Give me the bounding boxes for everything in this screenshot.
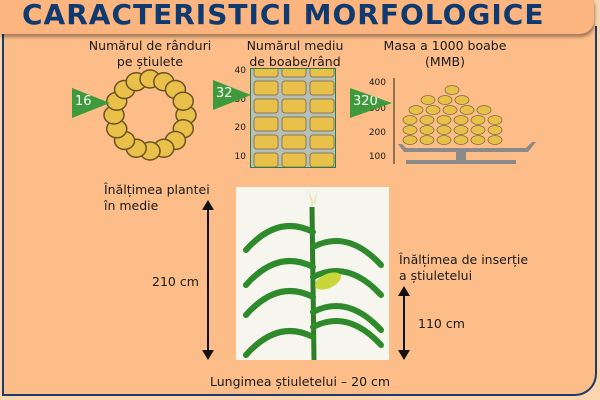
- insertion-height-arrow-icon: [398, 286, 410, 360]
- insertion-height-line1: Înălțimea de inserție: [399, 252, 529, 267]
- tassel: [308, 189, 318, 207]
- tray: [398, 142, 536, 152]
- kernel: [253, 98, 279, 114]
- page-title: CARACTERISTICI MORFOLOGICE: [22, 0, 545, 31]
- kernel: [309, 80, 335, 96]
- rows-label-line2: pe știulete: [116, 54, 184, 69]
- kernel: [309, 134, 335, 150]
- scale-tray-image: [393, 78, 536, 164]
- kernel: [309, 152, 335, 167]
- kernel: [425, 105, 441, 115]
- leaf: [243, 288, 316, 318]
- kernels-label-line1: Numărul mediu: [246, 38, 344, 53]
- mmb-value: 320: [353, 94, 378, 109]
- kernels-tick: 10: [234, 151, 246, 162]
- kernel: [253, 134, 279, 150]
- tray-stand: [456, 152, 466, 160]
- kernel: [419, 125, 435, 135]
- rows-label-line1: Numărul de rânduri: [88, 38, 212, 53]
- kernel: [436, 115, 452, 125]
- kernel: [281, 98, 307, 114]
- kernel: [408, 105, 424, 115]
- kernel: [253, 116, 279, 132]
- kernel: [281, 134, 307, 150]
- ear-length-label: Lungimea știuletelui – 20 cm: [210, 374, 391, 389]
- kernel: [454, 95, 470, 105]
- mmb-tick: 200: [368, 128, 386, 138]
- mmb-label-line2: (MMB): [425, 54, 465, 69]
- corn-plant-image: [236, 187, 389, 360]
- mmb-tick: 300: [368, 104, 386, 114]
- kernel: [453, 135, 469, 145]
- title-bar: CARACTERISTICI MORFOLOGICE: [0, 0, 594, 34]
- kernels-tick: 40: [234, 66, 246, 76]
- kernels-value: 32: [216, 86, 233, 101]
- leaf: [310, 268, 384, 298]
- kernel: [487, 125, 503, 135]
- leaf: [310, 303, 384, 333]
- kernel: [172, 91, 195, 111]
- kernel: [253, 152, 279, 167]
- kernel: [253, 80, 279, 96]
- kernel: [436, 125, 452, 135]
- kernel: [309, 69, 335, 78]
- mmb-tick: 400: [368, 78, 386, 88]
- kernels-tick: 20: [234, 123, 246, 133]
- kernel: [281, 80, 307, 96]
- plant-height-value: 210 cm: [152, 274, 199, 289]
- kernel: [470, 115, 486, 125]
- kernels-tick: 30: [234, 94, 246, 105]
- tray-base: [406, 160, 516, 164]
- leaf: [310, 238, 384, 268]
- kernel: [253, 69, 279, 78]
- mmb-tick: 100: [368, 152, 386, 162]
- kernel: [420, 95, 436, 105]
- leaf: [310, 318, 384, 348]
- kernel-grid-image: [250, 68, 336, 168]
- kernel: [453, 125, 469, 135]
- kernels-label-line2: de boabe/rând: [249, 54, 341, 69]
- kernel: [487, 115, 503, 125]
- kernel: [442, 105, 458, 115]
- kernel: [444, 85, 460, 95]
- rows-value: 16: [75, 94, 92, 109]
- kernel: [437, 95, 453, 105]
- kernel: [281, 152, 307, 167]
- kernel: [402, 135, 418, 145]
- plant-height-line1: Înălțimea plantei: [104, 182, 210, 197]
- mmb-label-line1: Masa a 1000 boabe: [383, 38, 507, 53]
- insertion-height-value: 110 cm: [418, 316, 465, 331]
- insertion-height-line2: a știuletelui: [399, 268, 473, 283]
- kernel: [470, 125, 486, 135]
- kernel: [402, 125, 418, 135]
- plant-height-arrow-icon: [202, 200, 214, 360]
- kernel: [309, 98, 335, 114]
- kernel: [402, 115, 418, 125]
- plant-height-line2: în medie: [104, 198, 159, 213]
- kernel: [309, 116, 335, 132]
- kernel: [281, 69, 307, 78]
- kernel: [419, 115, 435, 125]
- kernel: [470, 135, 486, 145]
- kernel: [476, 105, 492, 115]
- mmb-label: Masa a 1000 boabe(MMB): [375, 38, 515, 70]
- leaf: [243, 328, 316, 358]
- leaf: [243, 258, 316, 288]
- leaf: [243, 223, 316, 253]
- corn-ear: [314, 272, 342, 290]
- kernel: [487, 135, 503, 145]
- kernel: [436, 135, 452, 145]
- kernel-ring-image: [103, 69, 197, 161]
- kernel: [453, 115, 469, 125]
- kernel: [419, 135, 435, 145]
- kernel: [459, 105, 475, 115]
- kernel: [281, 116, 307, 132]
